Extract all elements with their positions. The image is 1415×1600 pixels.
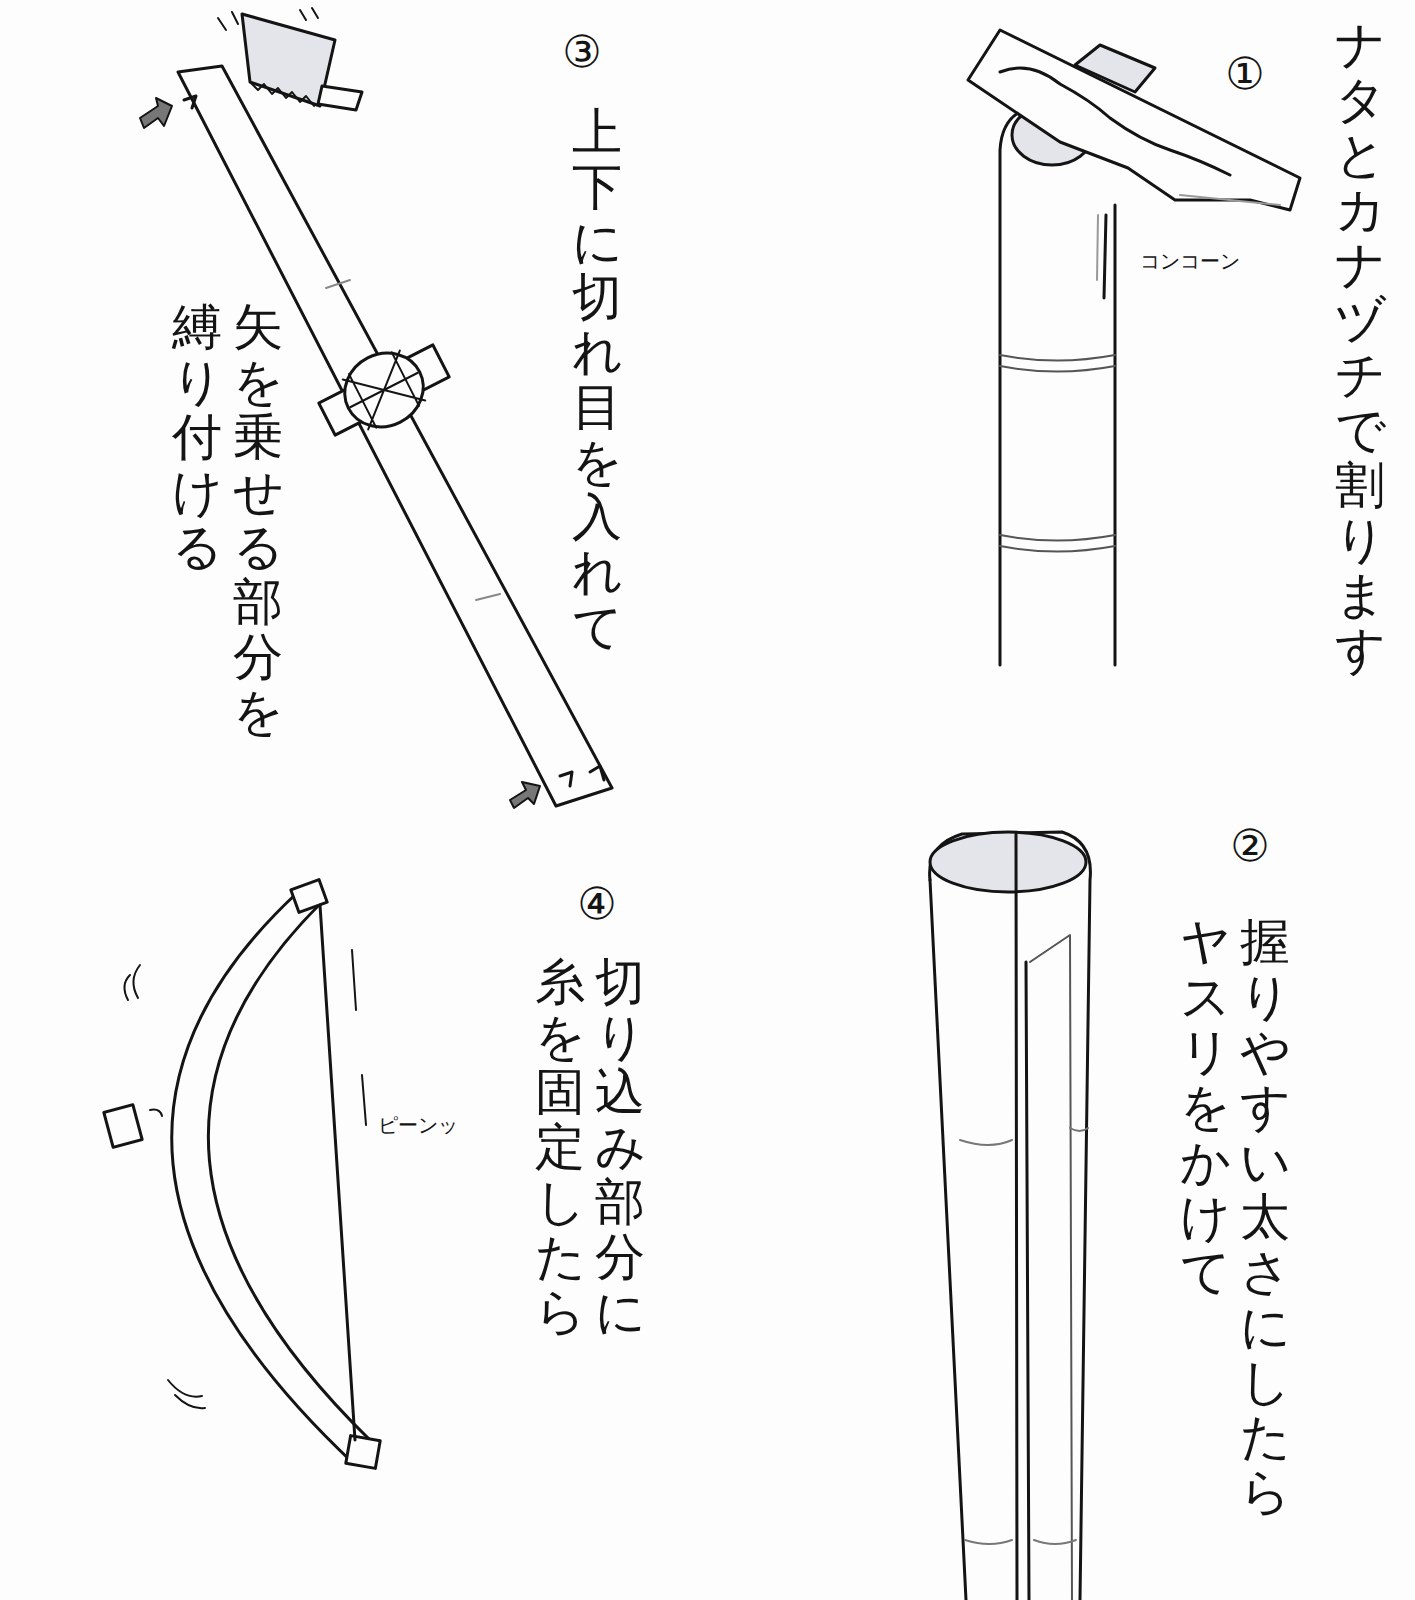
step-text: 縛り付ける	[172, 300, 222, 575]
finished-bow	[104, 880, 380, 1469]
sound-effect: ピーンッ	[378, 1112, 458, 1139]
step-text: 糸を固定したら	[535, 955, 585, 1340]
callout-number: ③	[562, 26, 601, 77]
callout-number: ①	[1225, 48, 1264, 99]
step-text: ヤスリをかけて	[1180, 915, 1230, 1300]
bamboo-splitting	[968, 30, 1300, 665]
callout-number: ②	[1230, 820, 1269, 871]
step-text: 切り込み部分に	[595, 955, 645, 1340]
bamboo-strip	[930, 832, 1091, 1600]
callout-number: ④	[577, 878, 616, 929]
step-text: 矢を乗せる部分を	[233, 300, 283, 740]
step-text: ナタとカナヅチで割ります	[1335, 18, 1385, 678]
sound-effect: コンコーン	[1140, 248, 1240, 275]
step-text: 握りやすい太さにしたら	[1240, 915, 1290, 1520]
step-text: 上下に切れ目を入れて	[572, 105, 622, 655]
bow-stave	[140, 8, 612, 808]
